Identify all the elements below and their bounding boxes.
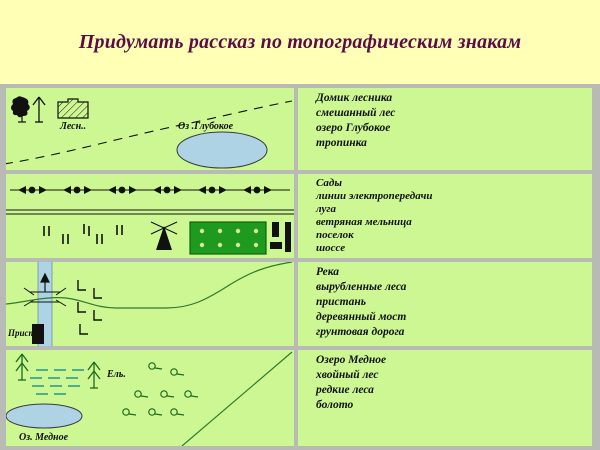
- flow-arrow-icon: [40, 272, 50, 292]
- row-4: Ель.: [0, 350, 600, 446]
- map-river-pier-svg: Прист: [6, 262, 293, 346]
- legend-item: редкие леса: [316, 383, 374, 396]
- forester-house-icon: [57, 98, 89, 119]
- legend-item: ветряная мельница: [316, 216, 412, 229]
- pier-icon: [32, 324, 44, 344]
- map-label: Лесн..: [59, 121, 86, 132]
- legend-item: Озеро Медное: [316, 354, 387, 366]
- map-label: Ель.: [106, 369, 126, 380]
- power-line-icon: [10, 186, 290, 194]
- settlement-blocks-icon: [270, 222, 291, 252]
- coniferous-tree-icon: [87, 361, 101, 389]
- map-forest-lake-svg: Лесн.. Оз .Глубокое: [6, 96, 293, 169]
- lake-icon: [6, 403, 83, 429]
- windmill-icon: [150, 221, 178, 250]
- legend-item: Река: [316, 266, 340, 278]
- legend-item: тропинка: [316, 136, 367, 149]
- legend-item: Сады: [316, 177, 343, 189]
- map-river-pier[interactable]: Прист: [6, 262, 294, 346]
- row-1: Лесн.. Оз .Глубокое Домик лесника смешан…: [0, 88, 600, 170]
- map-label: Оз. Медное: [19, 432, 69, 443]
- coniferous-tree-icon: [32, 96, 46, 123]
- legend-swamp-lake: Озеро Медное хвойный лес редкие леса бол…: [298, 350, 592, 446]
- legend-powerline-village: Сады линии электропередачи луга ветряная…: [298, 174, 592, 258]
- map-powerline-village-svg: [6, 186, 294, 255]
- coniferous-tree-icon: [15, 353, 29, 381]
- legend-list: Озеро Медное хвойный лес редкие леса бол…: [298, 353, 592, 413]
- map-swamp-lake[interactable]: Ель.: [6, 350, 294, 446]
- lake-icon: [176, 131, 268, 169]
- highway-icon: [6, 209, 294, 215]
- legend-item: смешанный лес: [316, 106, 396, 119]
- legend-item: пристань: [316, 295, 366, 308]
- legend-list: Домик лесника смешанный лес озеро Глубок…: [298, 91, 592, 151]
- legend-item: вырубленные леса: [316, 280, 407, 293]
- legend-item: деревянный мост: [316, 310, 407, 323]
- legend-item: поселок: [316, 229, 354, 242]
- legend-item: Домик лесника: [316, 92, 393, 104]
- legend-item: шоссе: [316, 242, 346, 255]
- legend-item: озеро Глубокое: [316, 121, 391, 134]
- road-diagonal-icon: [181, 351, 293, 446]
- row-3: Прист Река вырубленные леса пристань дер…: [0, 262, 600, 346]
- sparse-forest-icon: [122, 362, 199, 416]
- footpath-dashed-icon: [6, 100, 293, 165]
- legend-list: Река вырубленные леса пристань деревянны…: [298, 265, 592, 340]
- symbols-board: Лесн.. Оз .Глубокое Домик лесника смешан…: [0, 84, 600, 450]
- page-title: Придумать рассказ по топографическим зна…: [78, 30, 522, 53]
- slide-title-bar: Придумать рассказ по топографическим зна…: [0, 0, 600, 84]
- cut-forest-icon: [77, 280, 102, 335]
- map-forest-lake[interactable]: Лесн.. Оз .Глубокое: [6, 88, 294, 170]
- map-label: Прист: [7, 328, 36, 338]
- swamp-icon: [30, 369, 84, 395]
- legend-item: хвойный лес: [316, 368, 379, 381]
- legend-river-pier: Река вырубленные леса пристань деревянны…: [298, 262, 592, 346]
- meadow-grass-icon: [43, 224, 123, 244]
- row-2: Сады линии электропередачи луга ветряная…: [0, 174, 600, 258]
- map-label: Оз .Глубокое: [178, 121, 234, 132]
- deciduous-tree-icon: [11, 96, 30, 123]
- dirt-road-icon: [6, 262, 293, 309]
- legend-item: линии электропередачи: [316, 190, 433, 203]
- legend-forest-lake: Домик лесника смешанный лес озеро Глубок…: [298, 88, 592, 170]
- orchard-icon: [189, 221, 267, 255]
- map-powerline-village[interactable]: [6, 174, 294, 258]
- legend-list: Сады линии электропередачи луга ветряная…: [298, 177, 592, 255]
- legend-item: грунтовая дорога: [316, 325, 405, 338]
- wooden-bridge-icon: [23, 287, 67, 307]
- legend-item: болото: [316, 398, 354, 411]
- legend-item: луга: [316, 203, 336, 216]
- map-swamp-lake-svg: Ель.: [6, 351, 293, 446]
